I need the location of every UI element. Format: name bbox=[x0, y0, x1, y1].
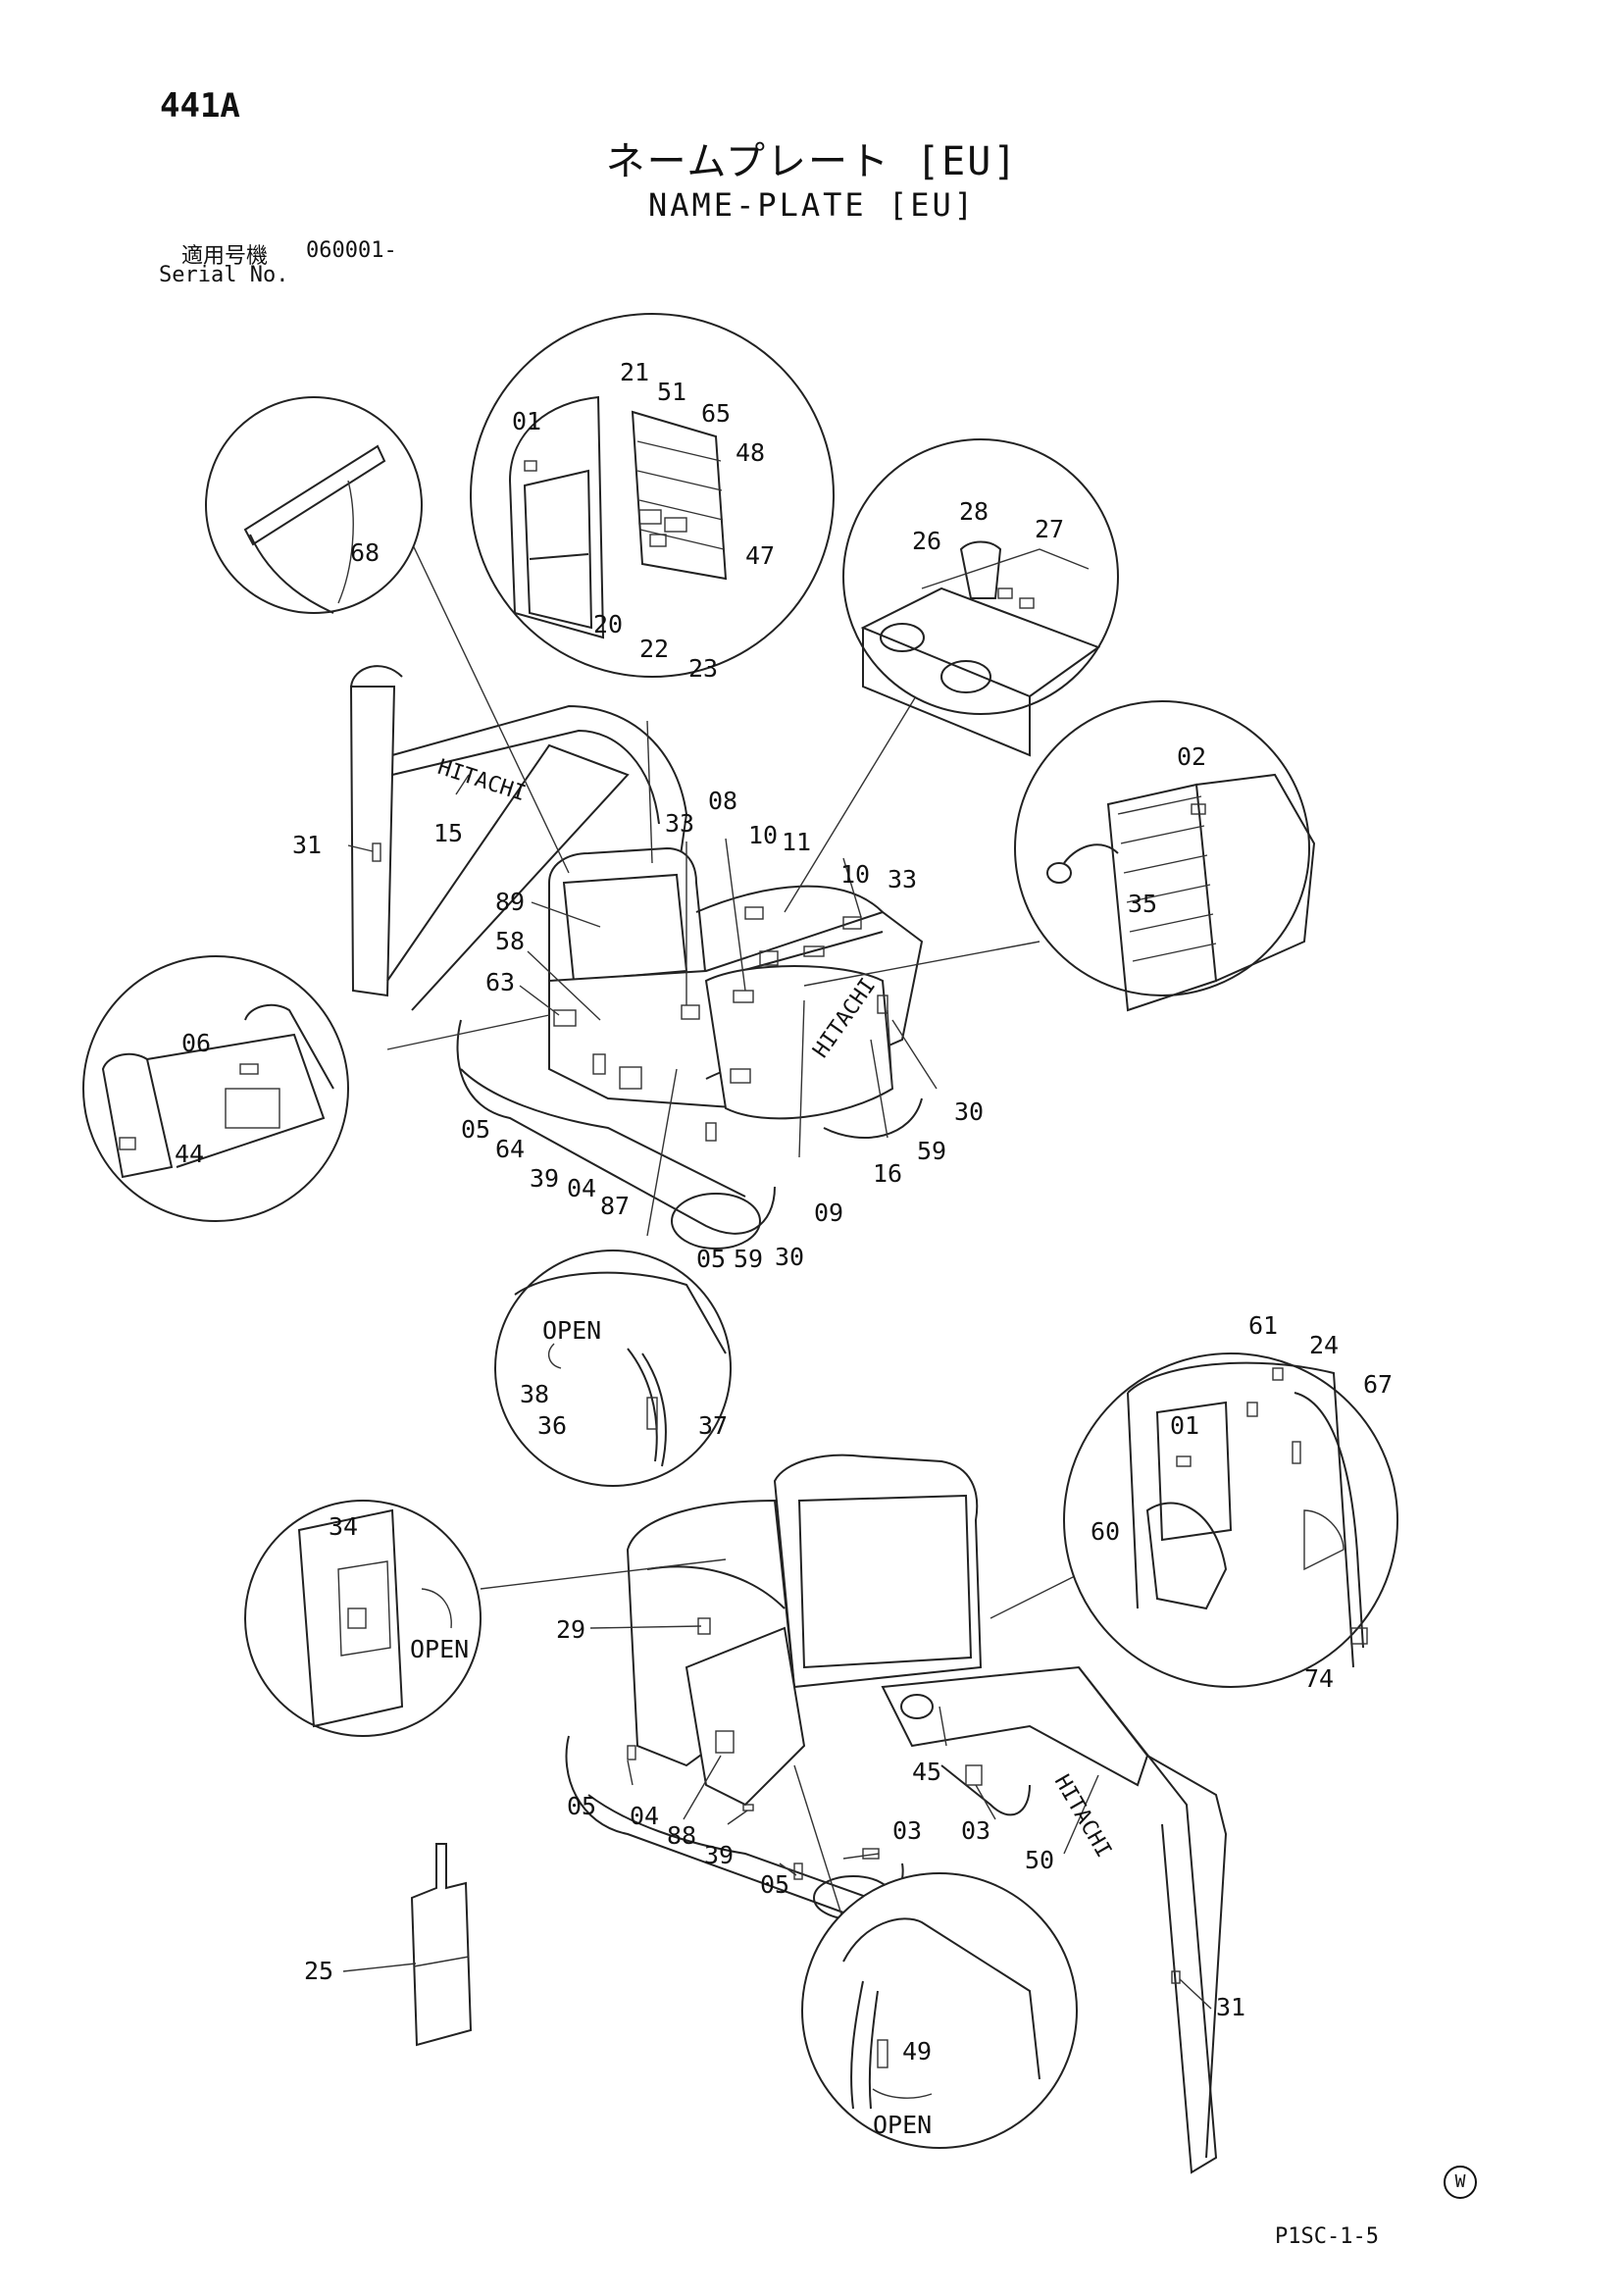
callout-05b: 05 bbox=[696, 1245, 726, 1273]
serial-number-value: 060001- bbox=[306, 238, 397, 263]
hitachi-logo-front-boom: HITACHI bbox=[1049, 1771, 1116, 1862]
callout-23: 23 bbox=[688, 654, 718, 683]
hitachi-logo-boom: HITACHI bbox=[434, 755, 529, 806]
callout-26: 26 bbox=[912, 527, 941, 555]
callout-10b: 10 bbox=[840, 860, 870, 889]
callout-16: 16 bbox=[873, 1159, 902, 1188]
callout-36: 36 bbox=[537, 1411, 567, 1440]
detail-circle-console bbox=[82, 955, 349, 1222]
open-label-service-door: OPEN bbox=[410, 1635, 469, 1663]
callout-15: 15 bbox=[433, 819, 463, 847]
callout-24: 24 bbox=[1309, 1331, 1339, 1359]
callout-05: 05 bbox=[461, 1115, 490, 1144]
callout-61: 61 bbox=[1248, 1311, 1278, 1340]
detail-circle-boom bbox=[205, 396, 423, 614]
callout-labels: 01 21 51 65 48 47 20 22 23 68 28 26 27 0… bbox=[175, 358, 1393, 2139]
callout-58: 58 bbox=[495, 927, 525, 955]
detail-circle-cab-interior bbox=[1063, 1352, 1398, 1688]
callout-59: 59 bbox=[734, 1245, 763, 1273]
callout-68: 68 bbox=[350, 538, 380, 567]
callout-20: 20 bbox=[593, 610, 623, 638]
callout-87: 87 bbox=[600, 1192, 630, 1220]
serial-label-english: Serial No. bbox=[159, 263, 289, 287]
callout-10: 10 bbox=[748, 821, 778, 849]
callout-63: 63 bbox=[485, 968, 515, 996]
detail-circle-battery-door bbox=[801, 1872, 1078, 2149]
page-title-japanese: ネームプレート [EU] bbox=[605, 139, 1019, 184]
watermark-w-icon: W bbox=[1444, 2166, 1477, 2199]
excavator-top-view bbox=[349, 665, 924, 1250]
callout-04: 04 bbox=[567, 1174, 596, 1202]
callout-39: 39 bbox=[530, 1164, 559, 1193]
callout-48: 48 bbox=[736, 438, 765, 467]
callout-39b: 39 bbox=[704, 1841, 734, 1869]
open-label-side-door: OPEN bbox=[542, 1316, 601, 1345]
detail-circle-service-door bbox=[244, 1500, 482, 1737]
page-title-english: NAME-PLATE [EU] bbox=[648, 186, 976, 224]
detail-circle-cab-window bbox=[470, 313, 835, 678]
callout-09: 09 bbox=[814, 1199, 843, 1227]
leader-lines-top bbox=[347, 470, 1040, 1237]
callout-64: 64 bbox=[495, 1135, 525, 1163]
callout-27: 27 bbox=[1035, 515, 1064, 543]
drawing-code: P1SC-1-5 bbox=[1275, 2224, 1379, 2249]
callout-35: 35 bbox=[1128, 890, 1157, 918]
callout-30: 30 bbox=[775, 1243, 804, 1271]
callout-30b: 30 bbox=[954, 1097, 984, 1126]
callout-60: 60 bbox=[1091, 1517, 1120, 1546]
callout-45: 45 bbox=[912, 1758, 941, 1786]
callout-29: 29 bbox=[556, 1615, 585, 1644]
callout-51: 51 bbox=[657, 378, 686, 406]
callout-38: 38 bbox=[520, 1380, 549, 1408]
callout-03: 03 bbox=[892, 1816, 922, 1845]
callout-31b: 31 bbox=[1216, 1993, 1245, 2021]
callout-59b: 59 bbox=[917, 1137, 946, 1165]
callout-05d: 05 bbox=[760, 1870, 789, 1899]
detail-circle-control-panel bbox=[842, 438, 1119, 757]
callout-44: 44 bbox=[175, 1140, 204, 1168]
callout-28: 28 bbox=[959, 497, 989, 526]
callout-11: 11 bbox=[782, 828, 811, 856]
page-number: 441A bbox=[160, 86, 240, 126]
callout-02: 02 bbox=[1177, 742, 1206, 771]
callout-01: 01 bbox=[512, 407, 541, 435]
detail-circle-engine bbox=[1014, 700, 1316, 1012]
callout-88: 88 bbox=[667, 1821, 696, 1850]
callout-25: 25 bbox=[304, 1957, 333, 1985]
callout-05c: 05 bbox=[567, 1792, 596, 1820]
callout-49: 49 bbox=[902, 2037, 932, 2066]
callout-33b: 33 bbox=[888, 865, 917, 893]
callout-34: 34 bbox=[329, 1512, 358, 1541]
callout-31: 31 bbox=[292, 831, 322, 859]
callout-01b: 01 bbox=[1170, 1411, 1199, 1440]
callout-65: 65 bbox=[701, 399, 731, 428]
callout-06: 06 bbox=[181, 1029, 211, 1057]
callout-04b: 04 bbox=[630, 1802, 659, 1830]
open-label-battery-door: OPEN bbox=[873, 2111, 932, 2139]
serial-label-japanese: 適用号機 bbox=[181, 244, 269, 269]
callout-50: 50 bbox=[1025, 1846, 1054, 1874]
callout-47: 47 bbox=[745, 541, 775, 570]
leader-lines-bottom bbox=[480, 1558, 1212, 2010]
callout-08: 08 bbox=[708, 787, 737, 815]
excavator-bottom-view bbox=[565, 1454, 1228, 2174]
callout-89: 89 bbox=[495, 888, 525, 916]
callout-21: 21 bbox=[620, 358, 649, 386]
warning-tag bbox=[342, 1843, 473, 2047]
callout-33: 33 bbox=[665, 809, 694, 838]
callout-03b: 03 bbox=[961, 1816, 990, 1845]
callout-67: 67 bbox=[1363, 1370, 1393, 1399]
detail-circle-side-door bbox=[494, 1250, 732, 1487]
callout-37: 37 bbox=[698, 1411, 728, 1440]
callout-74: 74 bbox=[1304, 1664, 1334, 1693]
callout-22: 22 bbox=[639, 635, 669, 663]
